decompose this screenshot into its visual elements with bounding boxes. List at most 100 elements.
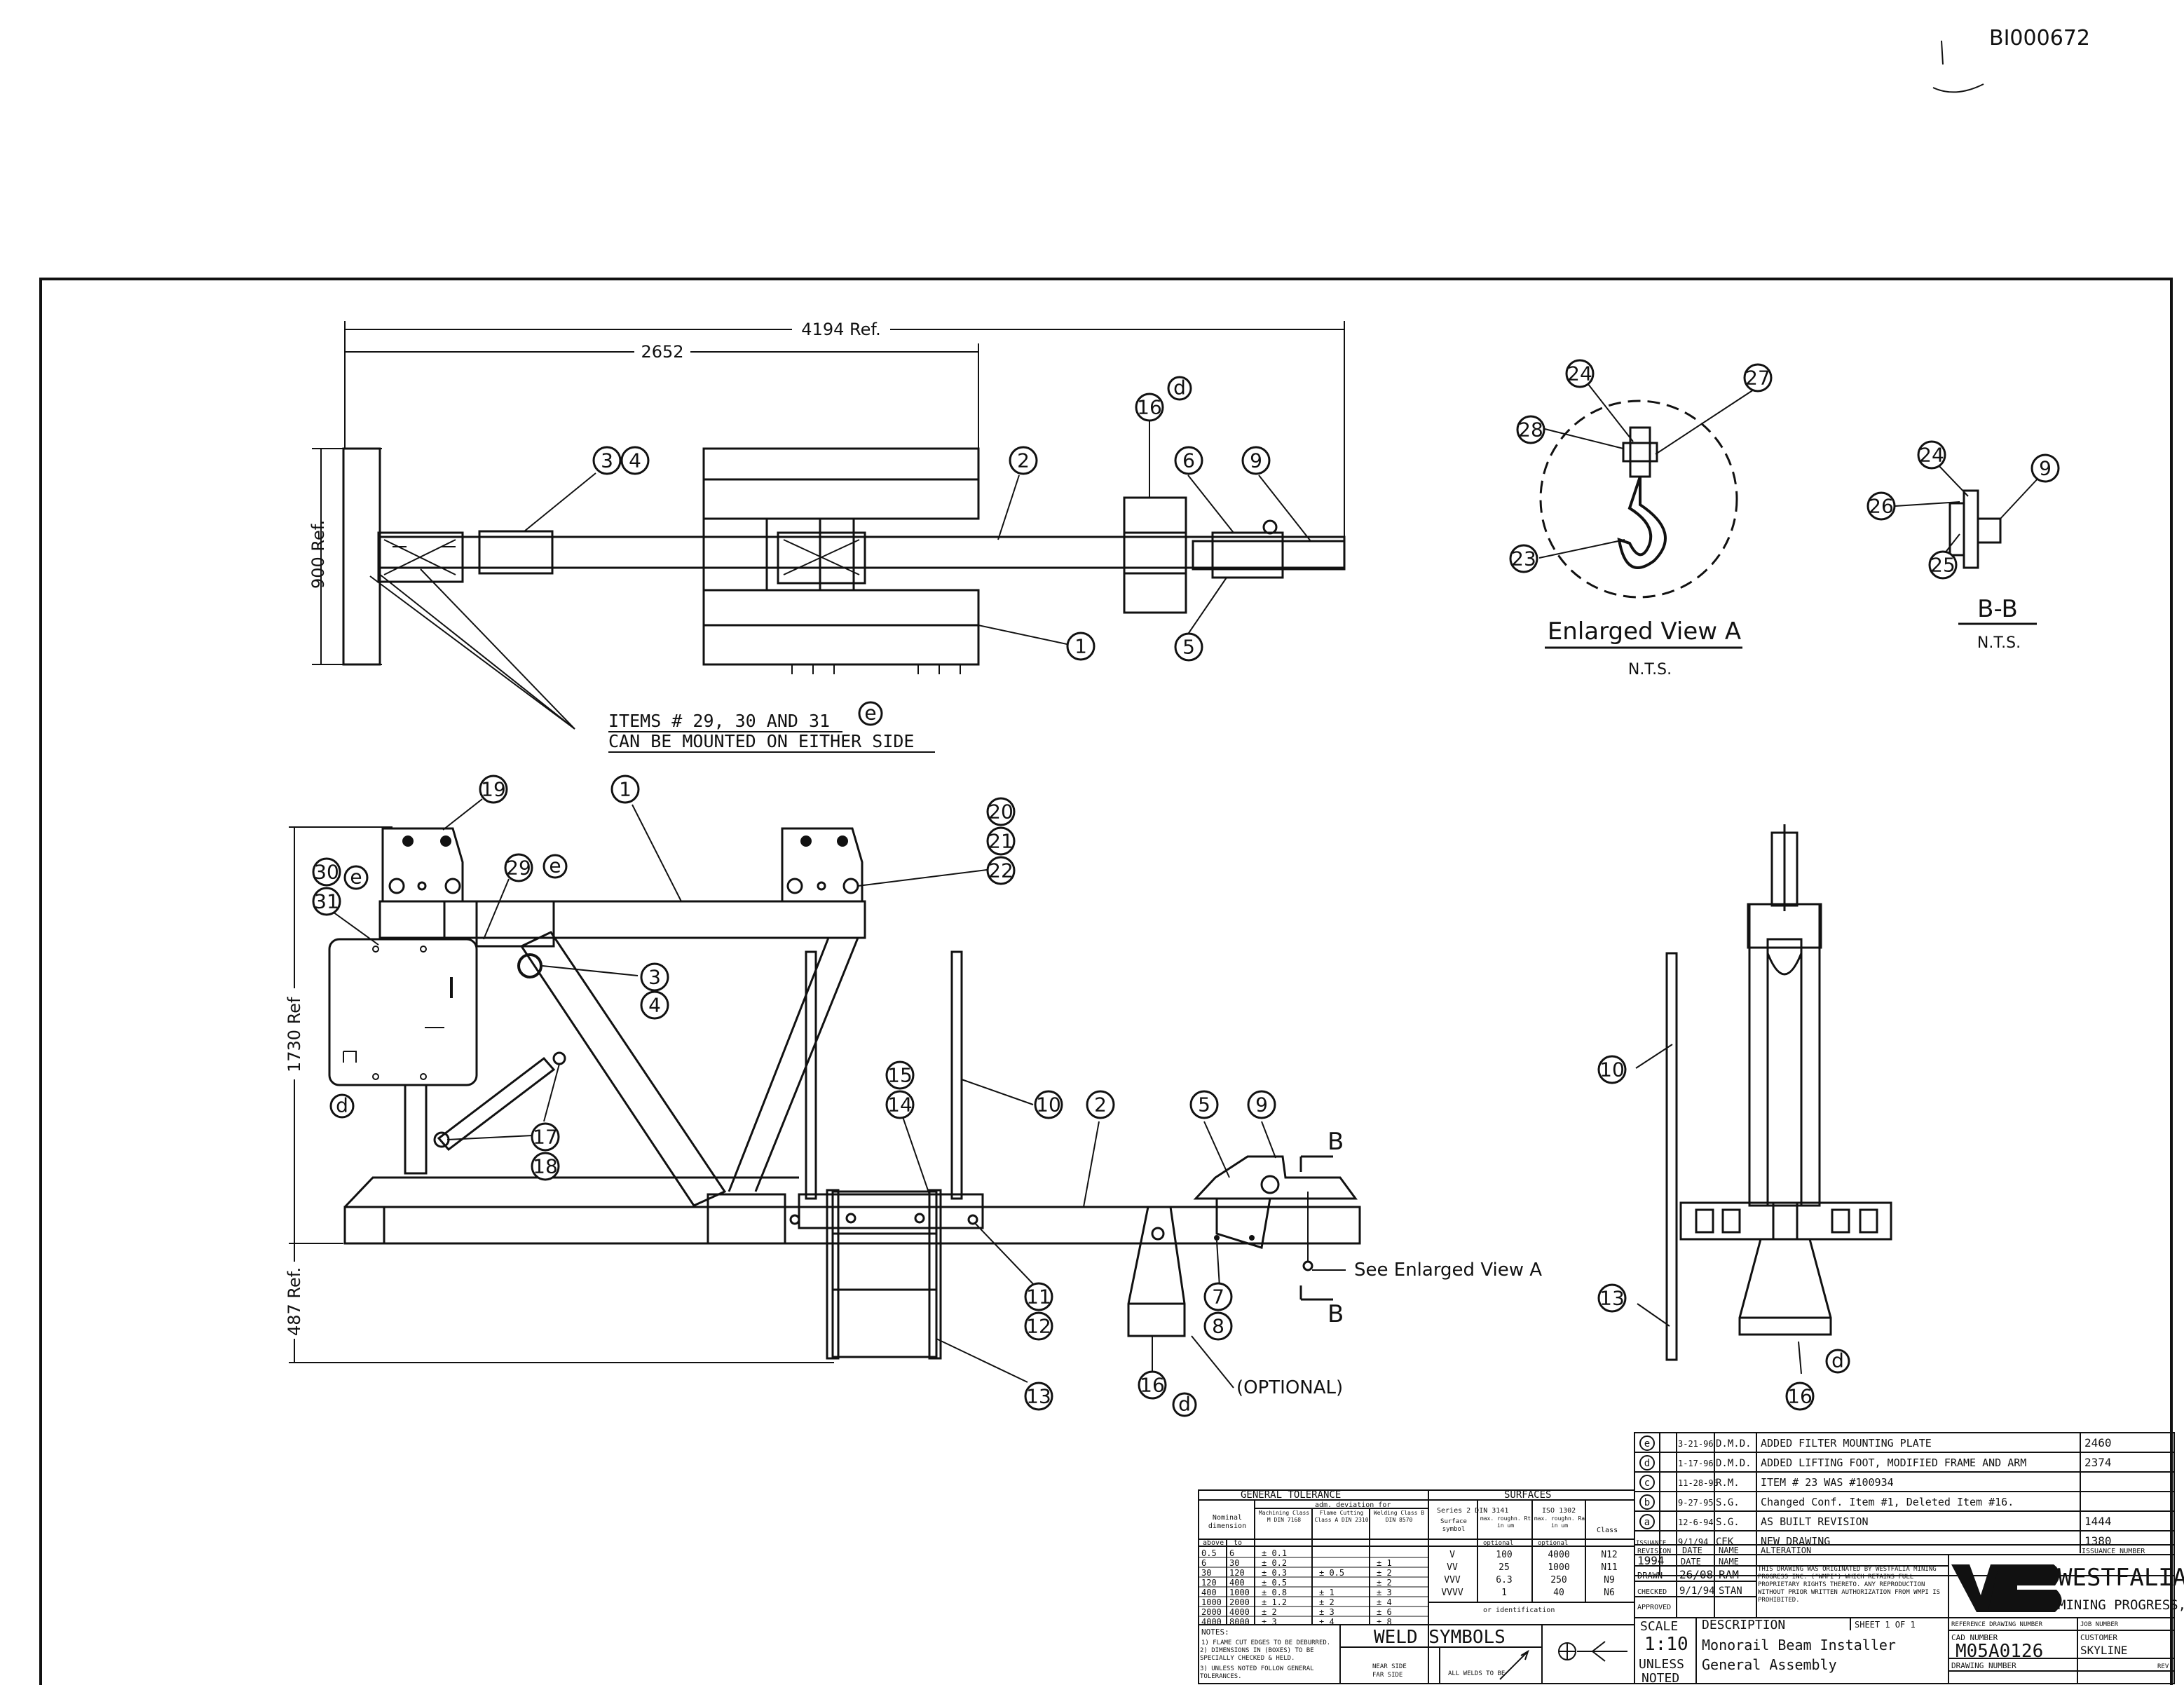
revision-issuance: 1380: [2084, 1534, 2112, 1548]
svg-text:4: 4: [629, 449, 641, 472]
callout-9-side: 9: [1247, 1090, 1276, 1119]
svg-text:13: 13: [1599, 1287, 1625, 1310]
svg-text:12: 12: [1026, 1315, 1051, 1338]
svg-text:2: 2: [1017, 449, 1030, 472]
description-line2: General Assembly: [1702, 1656, 1837, 1673]
svg-text:21: 21: [988, 830, 1013, 853]
svg-text:10: 10: [1036, 1093, 1061, 1117]
surface-symbol: VVV: [1444, 1575, 1461, 1585]
note-2: 2) DIMENSIONS IN (BOXES) TO BE SPECIALLY…: [1200, 1647, 1314, 1662]
approved-label: APPROVED: [1637, 1604, 1671, 1611]
svg-text:24: 24: [1919, 444, 1944, 467]
svg-text:31: 31: [314, 890, 339, 913]
revision-name: D.M.D.: [1716, 1458, 1752, 1469]
revision-text: NEW DRAWING: [1761, 1535, 1830, 1548]
callout-30-side: 30: [312, 857, 341, 887]
svg-text:e: e: [864, 702, 876, 725]
noted-label: NOTED: [1642, 1671, 1679, 1685]
dim-side-height: 1730 Ref: [285, 997, 304, 1072]
ref-drawing-label: REFERENCE DRAWING NUMBER: [1951, 1621, 2043, 1628]
rev-col-name: NAME: [1719, 1546, 1739, 1555]
revision-date: 3-21-96: [1678, 1439, 1714, 1449]
callout-24-bb: 24: [1917, 440, 1946, 470]
revision-name: S.G.: [1716, 1517, 1740, 1528]
svg-text:17: 17: [533, 1126, 558, 1149]
tolerance-above: 400: [1201, 1588, 1217, 1597]
callout-bubbles: 3 4 2 16 d 6 9 1 5 e 24 27 28 23 24 9 26…: [312, 359, 2060, 1417]
sheet-border: [39, 278, 2173, 1685]
tolerance-above: 120: [1201, 1578, 1217, 1588]
tolerance-above: 6: [1201, 1558, 1206, 1568]
svg-text:22: 22: [988, 859, 1013, 882]
revision-name: D.M.D.: [1716, 1438, 1752, 1449]
surfaces-iso: ISO 1302: [1542, 1507, 1576, 1515]
company-name-2: MINING PROGRESS, INC.: [2058, 1597, 2184, 1613]
surface-rt: 25: [1499, 1562, 1510, 1573]
surface-symbol: VVVV: [1441, 1588, 1463, 1598]
svg-text:23: 23: [1511, 547, 1536, 571]
callout-5-top: 5: [1174, 632, 1203, 662]
callout-9-bb: 9: [2031, 453, 2060, 483]
callout-21-side: 21: [986, 826, 1016, 856]
rev-col-issuance: ISSUANCE NUMBER: [2082, 1548, 2145, 1555]
tolerance-above: 4000: [1201, 1617, 1222, 1627]
tolerance-to: 30: [1229, 1558, 1239, 1568]
svg-text:7: 7: [1212, 1285, 1224, 1309]
revision-text: ITEM # 23 WAS #100934: [1761, 1476, 1894, 1489]
checked-name: STAN: [1719, 1585, 1742, 1597]
svg-text:d: d: [336, 1094, 348, 1117]
callout-2-side: 2: [1086, 1090, 1115, 1119]
customer-value: SKYLINE: [2080, 1644, 2127, 1657]
surfaces-title: SURFACES: [1504, 1489, 1551, 1501]
top-view-leaders: [369, 421, 1311, 730]
unless-label: UNLESS: [1639, 1657, 1684, 1672]
callout-17-side: 17: [531, 1122, 560, 1152]
revision-mark: e: [1644, 1438, 1650, 1449]
surface-class: N12: [1601, 1550, 1617, 1560]
side-view-leaders: [327, 798, 1276, 1383]
svg-text:3: 3: [648, 966, 661, 989]
revision-date: 9-27-95: [1678, 1498, 1714, 1508]
tolerance-to: 4000: [1229, 1607, 1250, 1617]
svg-text:2: 2: [1094, 1093, 1107, 1117]
surface-ident: or identification: [1483, 1606, 1555, 1614]
surfaces-series: Series 2 DIN 3141: [1437, 1507, 1508, 1515]
surface-class: N11: [1601, 1562, 1617, 1573]
tolerance-machining: ± 1.2: [1262, 1597, 1287, 1607]
machining-label: Machining Class M DIN 7168: [1258, 1510, 1310, 1523]
welding-label: Welding Class B DIN 8570: [1373, 1510, 1425, 1523]
rev-label: REV.: [2157, 1663, 2173, 1670]
callout-14-side: 14: [885, 1090, 915, 1119]
tolerance-welding: ± 6: [1377, 1607, 1392, 1617]
surface-symbol: VV: [1447, 1562, 1458, 1573]
section-mark-top: B: [1328, 1128, 1344, 1156]
job-number-label: JOB NUMBER: [2080, 1621, 2119, 1628]
callout-20-side: 20: [986, 797, 1016, 826]
revision-mark: a: [1644, 1517, 1650, 1528]
svg-text:25: 25: [1930, 554, 1956, 577]
tolerance-above: 30: [1201, 1568, 1211, 1578]
section-mark-bottom: B: [1328, 1300, 1344, 1328]
callout-7-side: 7: [1203, 1282, 1233, 1311]
dim-partial-length: 2652: [641, 342, 683, 362]
svg-text:14: 14: [887, 1093, 913, 1117]
svg-text:16: 16: [1787, 1385, 1813, 1408]
tolerance-flame: ± 2: [1319, 1597, 1335, 1607]
tolerance-machining: ± 0.2: [1262, 1558, 1287, 1568]
see-enlarged-view: See Enlarged View A: [1354, 1260, 1542, 1281]
revision-date: 12-6-94: [1678, 1517, 1714, 1527]
callout-1-side: 1: [610, 775, 640, 804]
svg-text:13: 13: [1026, 1385, 1051, 1408]
company-logo: [1951, 1564, 2062, 1612]
callout-16-top: 16: [1135, 393, 1164, 422]
dim-overall-length: 4194 Ref.: [801, 320, 880, 339]
svg-text:6: 6: [1182, 449, 1195, 472]
surface-ra: 1000: [1548, 1562, 1569, 1573]
svg-text:19: 19: [481, 778, 506, 801]
rev-col-date: DATE: [1682, 1546, 1702, 1555]
tolerance-to: 8000: [1229, 1617, 1250, 1627]
revision-text: Changed Conf. Item #1, Deleted Item #16.: [1761, 1496, 2014, 1508]
